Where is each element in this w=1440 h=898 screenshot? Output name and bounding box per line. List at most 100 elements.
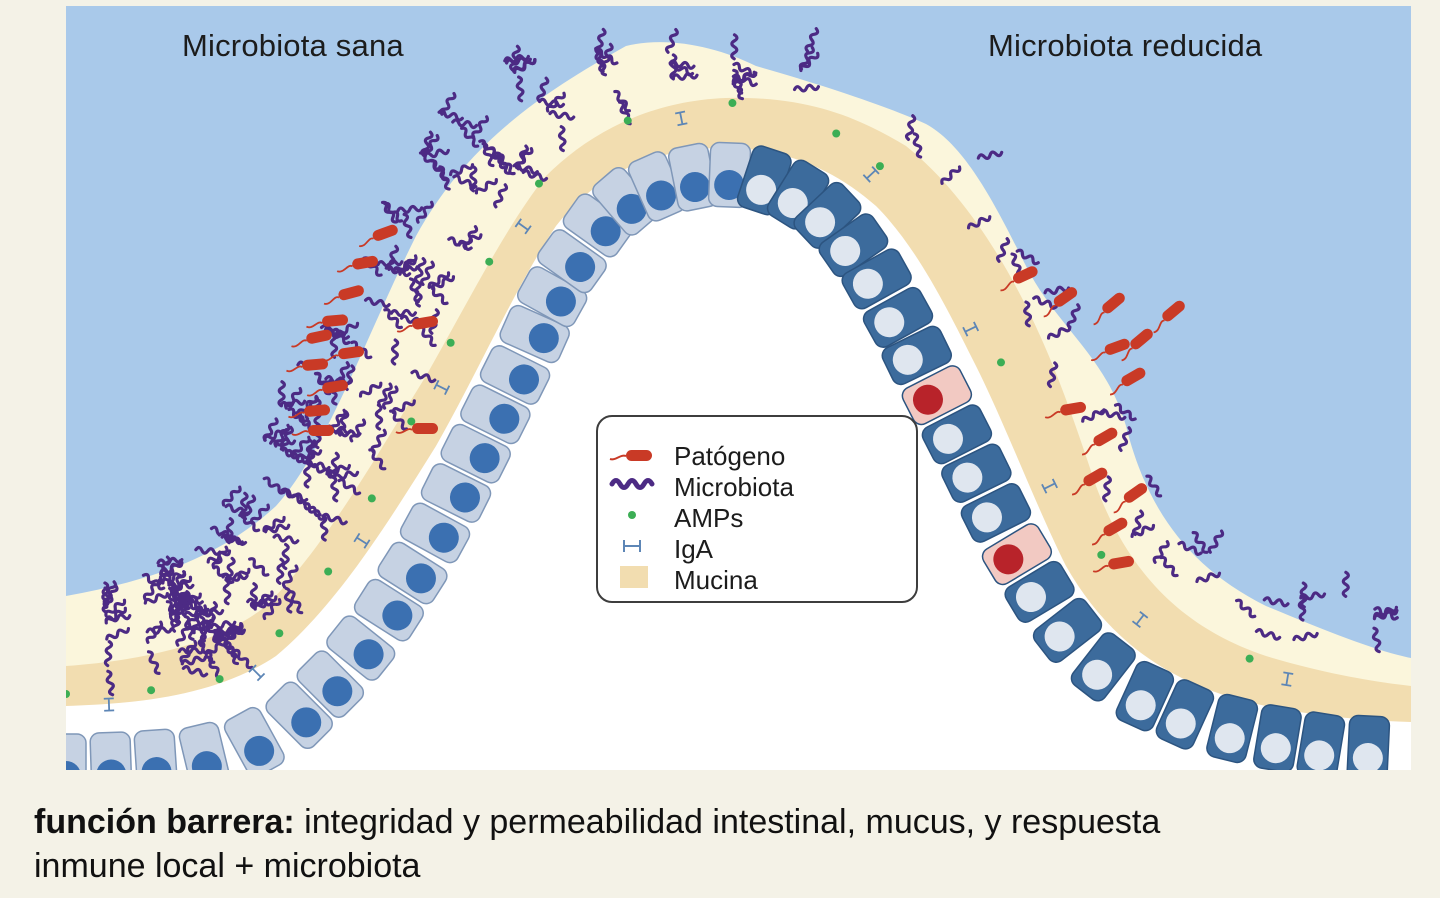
microbiota-bacterium	[1177, 540, 1203, 556]
microbiota-bacterium	[275, 557, 285, 585]
amp-dot	[66, 690, 70, 698]
iga-antibody	[1041, 478, 1058, 494]
microbiota-bacterium	[1046, 361, 1059, 389]
caption-bold-term: función barrera:	[34, 803, 295, 841]
iga-antibody	[1281, 671, 1294, 687]
microbiota-bacterium	[281, 564, 299, 589]
microbiota-bacterium	[179, 639, 198, 664]
microbiota-bacterium	[146, 650, 161, 675]
microbiota-bacterium	[384, 264, 412, 278]
pathogen-bacterium	[291, 425, 334, 436]
iga-antibody	[962, 321, 980, 337]
microbiota-bacterium	[417, 325, 437, 348]
microbiota-bacterium	[219, 635, 238, 659]
epithelial-cell	[818, 213, 889, 278]
microbiota-bacterium	[224, 622, 244, 645]
microbiota-bacterium	[509, 44, 521, 72]
microbiota-bacterium	[287, 407, 310, 427]
microbiota-bacterium	[143, 591, 169, 605]
microbiota-bacterium	[1102, 475, 1112, 503]
microbiota-bacterium	[390, 338, 400, 366]
epithelial-cell	[479, 345, 551, 405]
microbiota-bacterium	[194, 545, 222, 556]
microbiota-bacterium	[102, 580, 118, 606]
legend-item-microbiota: Microbiota	[598, 470, 916, 502]
goblet-cell	[981, 523, 1053, 586]
legend-label-iga: IgA	[674, 534, 714, 564]
microbiota-bacterium	[105, 669, 115, 697]
pathogen-bacterium	[1044, 401, 1086, 419]
microbiota-bacterium	[238, 513, 261, 533]
epithelial-cell	[460, 384, 531, 445]
epithelial-cell	[66, 733, 87, 770]
microbiota-bacterium	[1235, 598, 1257, 619]
microbiota-bacterium	[363, 296, 391, 309]
microbiota-bacterium	[402, 212, 413, 240]
microbiota-bacterium	[1145, 474, 1163, 498]
epithelial-cell	[592, 166, 659, 236]
pathogen-bacterium	[1092, 555, 1134, 573]
pathogen-icon	[609, 450, 652, 461]
microbiota-bacterium	[1117, 426, 1133, 452]
microbiota-bacterium	[383, 201, 404, 223]
microbiota-bacterium	[1254, 628, 1282, 641]
microbiota-bacterium	[262, 476, 286, 495]
microbiota-bacterium	[798, 45, 815, 71]
microbiota-bacterium	[329, 331, 339, 359]
microbiota-bacterium	[1066, 303, 1081, 329]
pathogen-bacterium	[1153, 300, 1185, 334]
pathogen-layer	[286, 224, 1185, 573]
amp-dot-icon	[628, 511, 636, 519]
legend-item-iga: IgA	[598, 532, 916, 564]
microbiota-bacterium	[1195, 571, 1222, 584]
pathogen-bacterium	[286, 358, 329, 373]
microbiota-bacterium	[976, 150, 1004, 160]
healthy-microbiota-label: Microbiota sana	[182, 28, 404, 63]
microbiota-bacterium	[488, 146, 507, 170]
epithelial-cell	[420, 463, 492, 523]
microbiota-bacterium	[410, 369, 437, 384]
pathogen-bacterium	[1093, 292, 1125, 326]
microbiota-bacterium	[183, 614, 195, 641]
microbiota-bacterium	[168, 587, 188, 609]
microbiota-bacterium	[221, 485, 242, 507]
microbiota-bacterium	[283, 386, 303, 410]
microbiota-bacterium	[332, 470, 360, 480]
microbiota-bacterium	[389, 409, 409, 431]
epithelial-cell	[1155, 679, 1215, 750]
microbiota-bacterium	[420, 260, 435, 287]
microbiota-bacterium	[232, 648, 254, 670]
pathogen-bacterium	[323, 285, 364, 305]
microbiota-bacterium	[548, 109, 576, 121]
microbiota-bacterium	[222, 578, 232, 606]
microbiota-bacterium	[165, 600, 182, 624]
microbiota-bacterium	[349, 418, 367, 443]
microbiota-bacterium	[1299, 591, 1327, 601]
microbiota-bacterium	[438, 165, 451, 191]
epithelial-cell	[921, 404, 993, 465]
microbiota-bacterium	[1152, 540, 1170, 564]
caption-line-1: función barrera: integridad y permeabili…	[34, 800, 1414, 844]
microbiota-bacterium	[995, 237, 1011, 263]
microbiota-bacterium	[217, 531, 244, 546]
microbiota-bacterium	[291, 435, 311, 458]
microbiota-icon	[609, 478, 655, 490]
epithelial-cell	[178, 721, 231, 770]
amp-dot	[147, 686, 156, 695]
microbiota-bacterium	[325, 463, 351, 476]
microbiota-bacterium	[272, 533, 300, 545]
microbiota-bacterium	[302, 502, 326, 521]
microbiota-bacterium	[105, 626, 131, 641]
microbiota-bacterium	[227, 567, 251, 585]
amp-dot	[1097, 550, 1106, 559]
microbiota-bacterium	[966, 215, 992, 230]
amp-iga-layer	[66, 99, 1294, 712]
microbiota-bacterium	[392, 258, 417, 274]
microbiota-bacterium	[494, 151, 512, 175]
epithelial-cell	[353, 578, 424, 642]
microbiota-bacterium	[413, 257, 427, 284]
microbiota-bacterium	[594, 27, 607, 55]
amp-dot	[407, 417, 416, 426]
microbiota-bacterium	[447, 236, 473, 251]
amp-dot	[996, 358, 1005, 367]
